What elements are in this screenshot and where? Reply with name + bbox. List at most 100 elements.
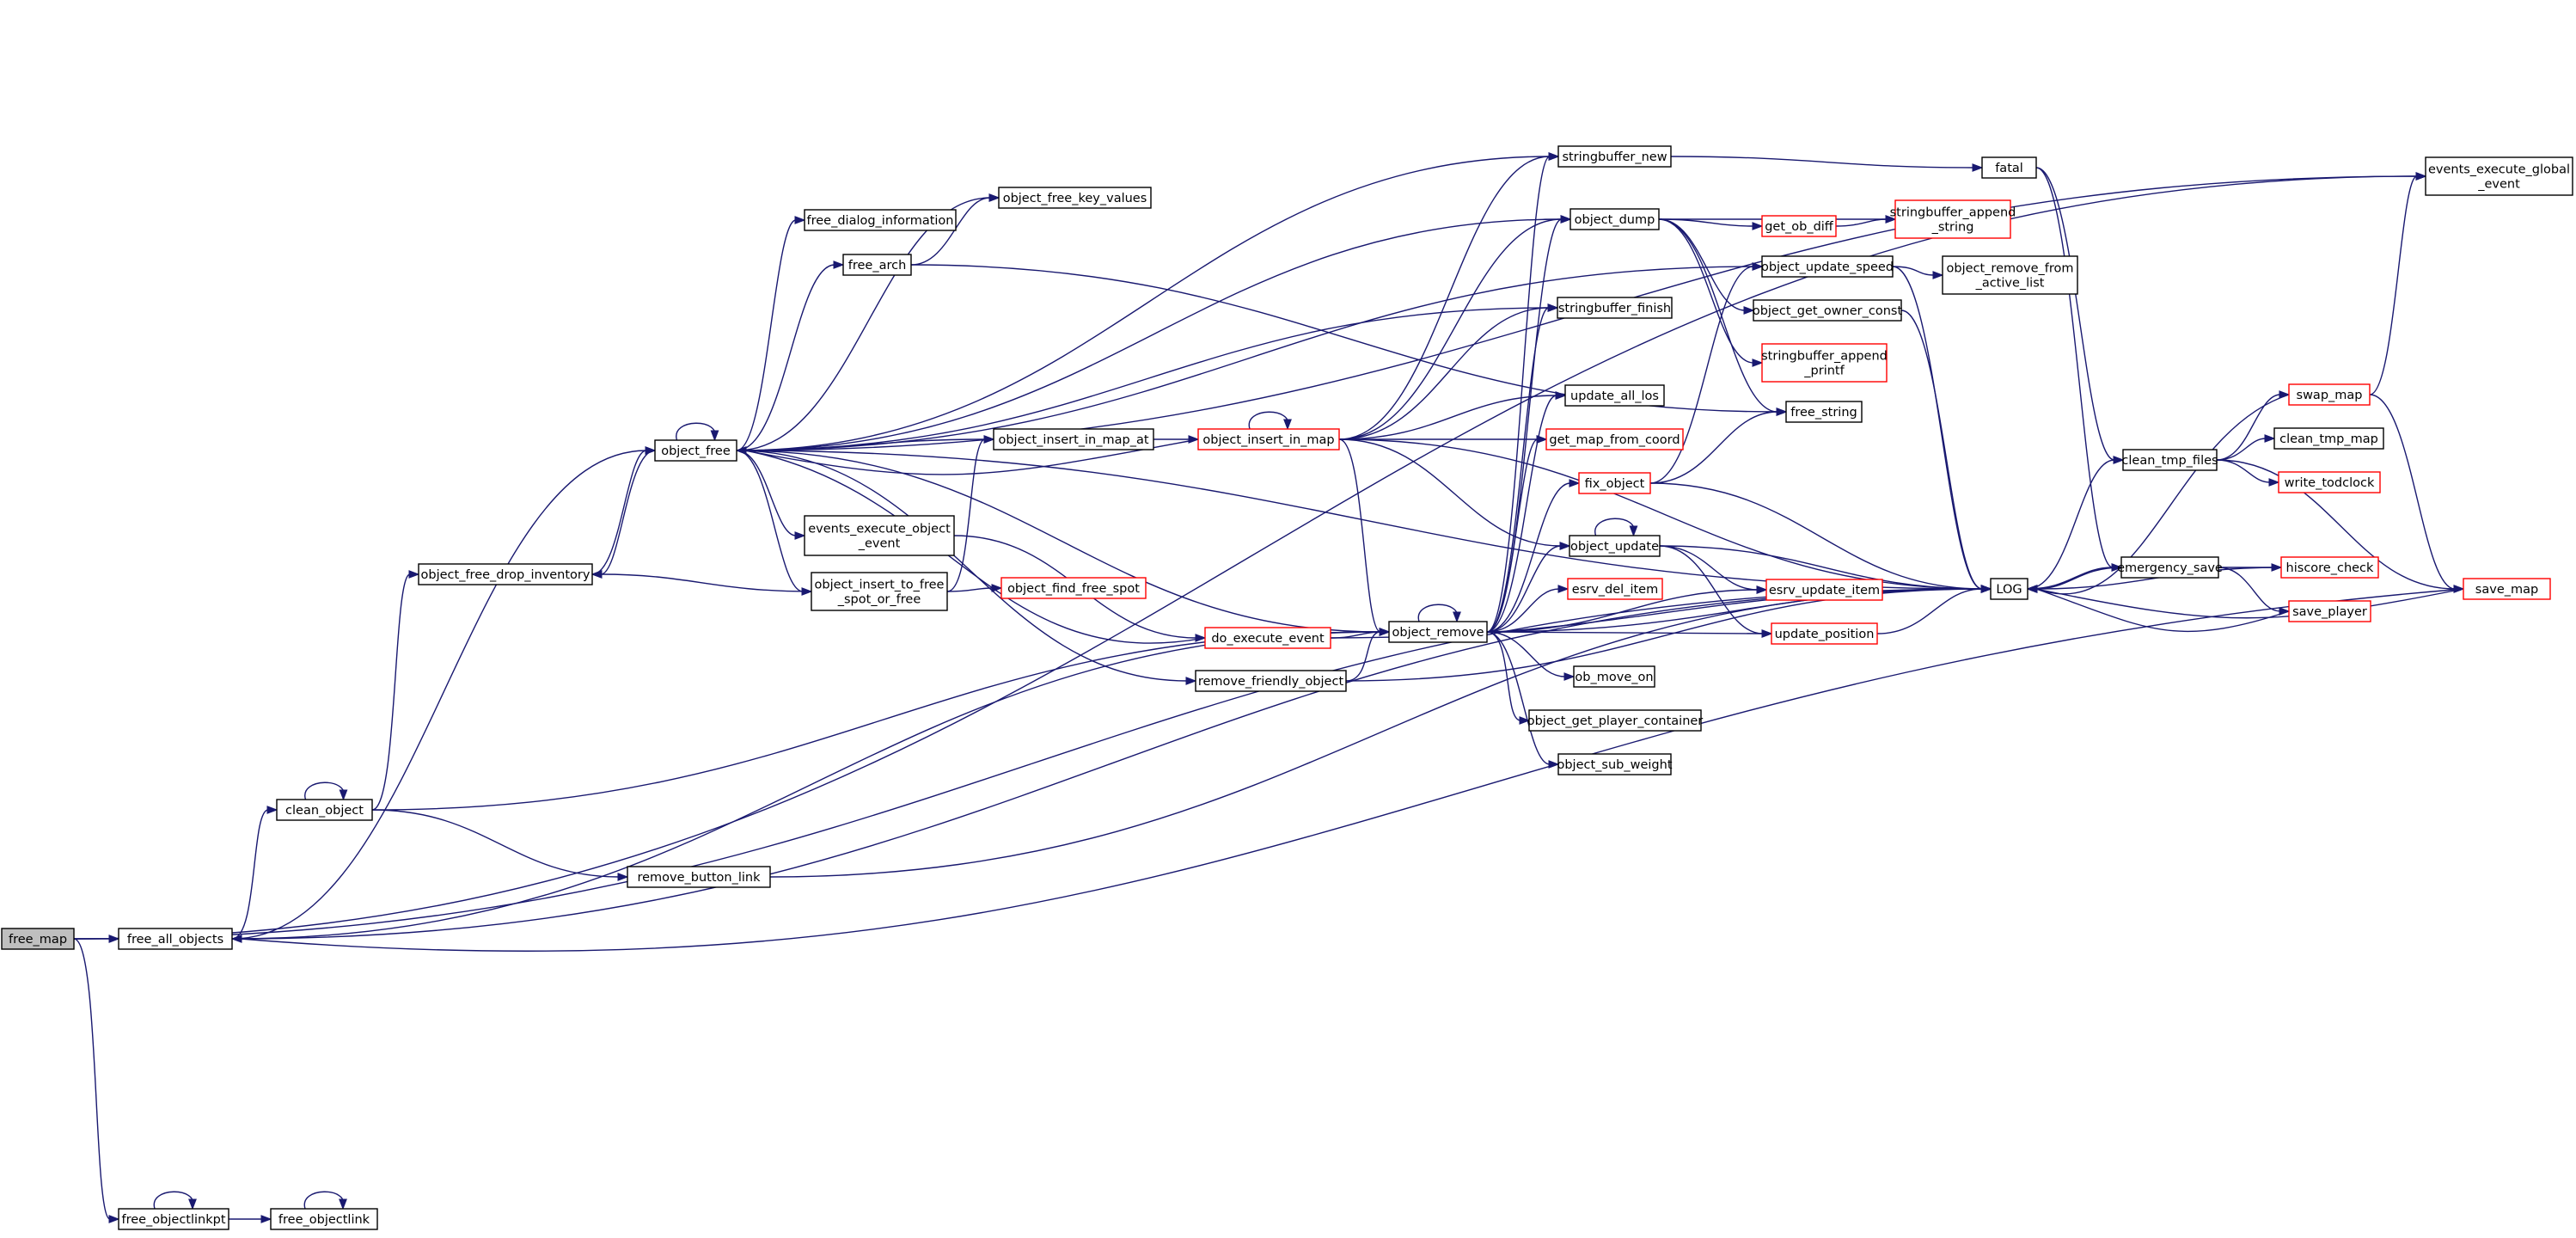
edge-path: [1486, 631, 1764, 634]
edge-object_insert_in_map-to-object_remove: [1338, 438, 1391, 636]
arrowhead: [1752, 359, 1764, 367]
node-box: [1981, 156, 2037, 179]
edge-clean_object-to-remove_button_link: [371, 809, 629, 881]
node-remove-friendly-object[interactable]: remove_friendly_object: [1195, 670, 1347, 692]
edge-object_remove-to-get_map_from_coord: [1486, 435, 1548, 633]
node-object-remove[interactable]: object_remove: [1388, 621, 1488, 643]
edge-free_objectlinkpt-to-free_objectlink: [229, 1215, 272, 1223]
node-fix-object[interactable]: fix_object: [1578, 472, 1651, 494]
arrowhead: [1743, 306, 1755, 315]
edge-path: [1338, 438, 1983, 590]
edge-path: [2035, 567, 2122, 590]
node-label: esrv_del_item: [1572, 583, 1658, 597]
edge-free_all_objects-to-object_free: [231, 446, 657, 940]
node-hiscore-check[interactable]: hiscore_check: [2280, 556, 2379, 579]
node-get-ob-diff[interactable]: get_ob_diff: [1761, 215, 1837, 237]
edge-path: [1649, 482, 1983, 590]
node-events-execute-global-event[interactable]: events_execute_global_event: [2425, 156, 2573, 196]
node-box: [270, 1208, 378, 1230]
node-esrv-del-item[interactable]: esrv_del_item: [1567, 578, 1663, 600]
node-LOG[interactable]: LOG: [1990, 578, 2028, 600]
node-stringbuffer-append-string[interactable]: stringbuffer_append_string: [1890, 199, 2016, 239]
node-object-free-key-values[interactable]: object_free_key_values: [998, 187, 1152, 209]
node-free-objectlink[interactable]: free_objectlink: [270, 1208, 378, 1230]
edge-object_free-to-free_dialog_information: [736, 216, 806, 451]
node-free-objectlinkpt[interactable]: free_objectlinkpt: [118, 1208, 229, 1230]
node-object-get-player-container[interactable]: object_get_player_container: [1527, 709, 1704, 732]
node-fatal[interactable]: fatal: [1981, 156, 2037, 179]
node-object-free[interactable]: object_free: [654, 439, 737, 462]
node-clean-object[interactable]: clean_object: [276, 799, 373, 821]
node-stringbuffer-new[interactable]: stringbuffer_new: [1557, 145, 1672, 168]
node-object-get-owner-const[interactable]: object_get_owner_const: [1753, 299, 1903, 322]
node-esrv-update-item[interactable]: esrv_update_item: [1765, 579, 1883, 601]
node-label: LOG: [1996, 583, 2022, 597]
node-label: ob_move_on: [1575, 671, 1653, 684]
node-box: [1000, 577, 1147, 599]
node-clean-tmp-files[interactable]: clean_tmp_files: [2121, 449, 2218, 471]
node-write-todclock[interactable]: write_todclock: [2278, 471, 2381, 493]
node-object-update-speed[interactable]: object_update_speed: [1761, 255, 1894, 278]
node-stringbuffer-finish[interactable]: stringbuffer_finish: [1557, 297, 1673, 319]
node-save-player[interactable]: save_player: [2288, 600, 2371, 622]
edge-path: [1659, 545, 1983, 590]
node-ob-move-on[interactable]: ob_move_on: [1573, 665, 1655, 688]
edge-path: [744, 438, 1199, 475]
edge-object_insert_to_free_spot_or_free-to-object_free_drop_inventory: [590, 570, 812, 592]
node-box: [1195, 670, 1347, 692]
edge-clean_tmp_files-to-swap_map: [2216, 390, 2291, 461]
node-remove-button-link[interactable]: remove_button_link: [627, 866, 771, 888]
node-free-string[interactable]: free_string: [1785, 401, 1863, 423]
node-object-insert-in-map[interactable]: object_insert_in_map: [1197, 428, 1340, 450]
node-object-free-drop-inventory[interactable]: object_free_drop_inventory: [418, 563, 593, 585]
arrowhead: [710, 430, 719, 442]
node-object-update[interactable]: object_update: [1569, 535, 1661, 557]
edge-object_free_drop_inventory-to-object_free: [591, 446, 657, 575]
edge-path: [946, 438, 986, 592]
node-object-remove-from-active-list[interactable]: object_remove_from_active_list: [1942, 255, 2078, 295]
edge-path: [1486, 438, 1539, 633]
edge-path: [2035, 588, 2464, 619]
node-swap-map[interactable]: swap_map: [2288, 383, 2371, 406]
edge-path: [736, 266, 1754, 451]
node-box: [1761, 215, 1837, 237]
node-emergency-save[interactable]: emergency_save: [2117, 556, 2223, 579]
node-clean-tmp-map[interactable]: clean_tmp_map: [2273, 427, 2384, 450]
node-object-insert-in-map-at[interactable]: object_insert_in_map_at: [993, 428, 1154, 450]
node-free-dialog-information[interactable]: free_dialog_information: [804, 209, 957, 231]
edge-fatal-to-emergency_save: [2035, 167, 2123, 572]
node-free-map[interactable]: free_map: [1, 928, 75, 950]
node-stringbuffer-append-printf[interactable]: stringbuffer_append_printf: [1761, 343, 1888, 383]
node-update-all-los[interactable]: update_all_los: [1564, 384, 1665, 407]
edge-path: [736, 450, 1983, 590]
edge-path: [2027, 459, 2115, 590]
node-object-insert-to-free-spot-or-free[interactable]: object_insert_to_free_spot_or_free: [811, 572, 948, 611]
node-object-dump[interactable]: object_dump: [1569, 208, 1660, 230]
node-free-all-objects[interactable]: free_all_objects: [118, 928, 233, 950]
node-box: [654, 439, 737, 462]
node-box: [993, 428, 1154, 450]
node-label: stringbuffer_new: [1562, 150, 1667, 164]
node-get-map-from-coord[interactable]: get_map_from_coord: [1545, 428, 1684, 450]
node-save-map[interactable]: save_map: [2463, 578, 2551, 600]
node-update-position[interactable]: update_position: [1771, 622, 1878, 645]
node-object-find-free-spot[interactable]: object_find_free_spot: [1000, 577, 1147, 599]
node-label: _active_list: [1975, 277, 2045, 291]
node-label: free_map: [9, 933, 67, 947]
node-free-arch[interactable]: free_arch: [842, 254, 912, 276]
edge-free_map-to-LOG: [73, 585, 1992, 940]
node-label: object_dump: [1575, 213, 1655, 227]
node-box: [1197, 428, 1340, 450]
edge-swap_map-to-save_map: [2369, 394, 2465, 593]
edge-clean_object-to-clean_object: [304, 781, 348, 801]
edge-path: [2216, 394, 2281, 461]
arrowhead: [188, 1198, 197, 1210]
edge-path: [231, 631, 1381, 940]
node-do-execute-event[interactable]: do_execute_event: [1204, 627, 1331, 649]
node-box: [1557, 753, 1672, 775]
node-box: [2288, 383, 2371, 406]
node-object-sub-weight[interactable]: object_sub_weight: [1557, 753, 1673, 775]
edge-object_update-to-update_position: [1659, 545, 1773, 638]
edge-object_dump-to-stringbuffer_append_printf: [1658, 218, 1764, 367]
node-events-execute-object-event[interactable]: events_execute_object_event: [804, 515, 955, 556]
